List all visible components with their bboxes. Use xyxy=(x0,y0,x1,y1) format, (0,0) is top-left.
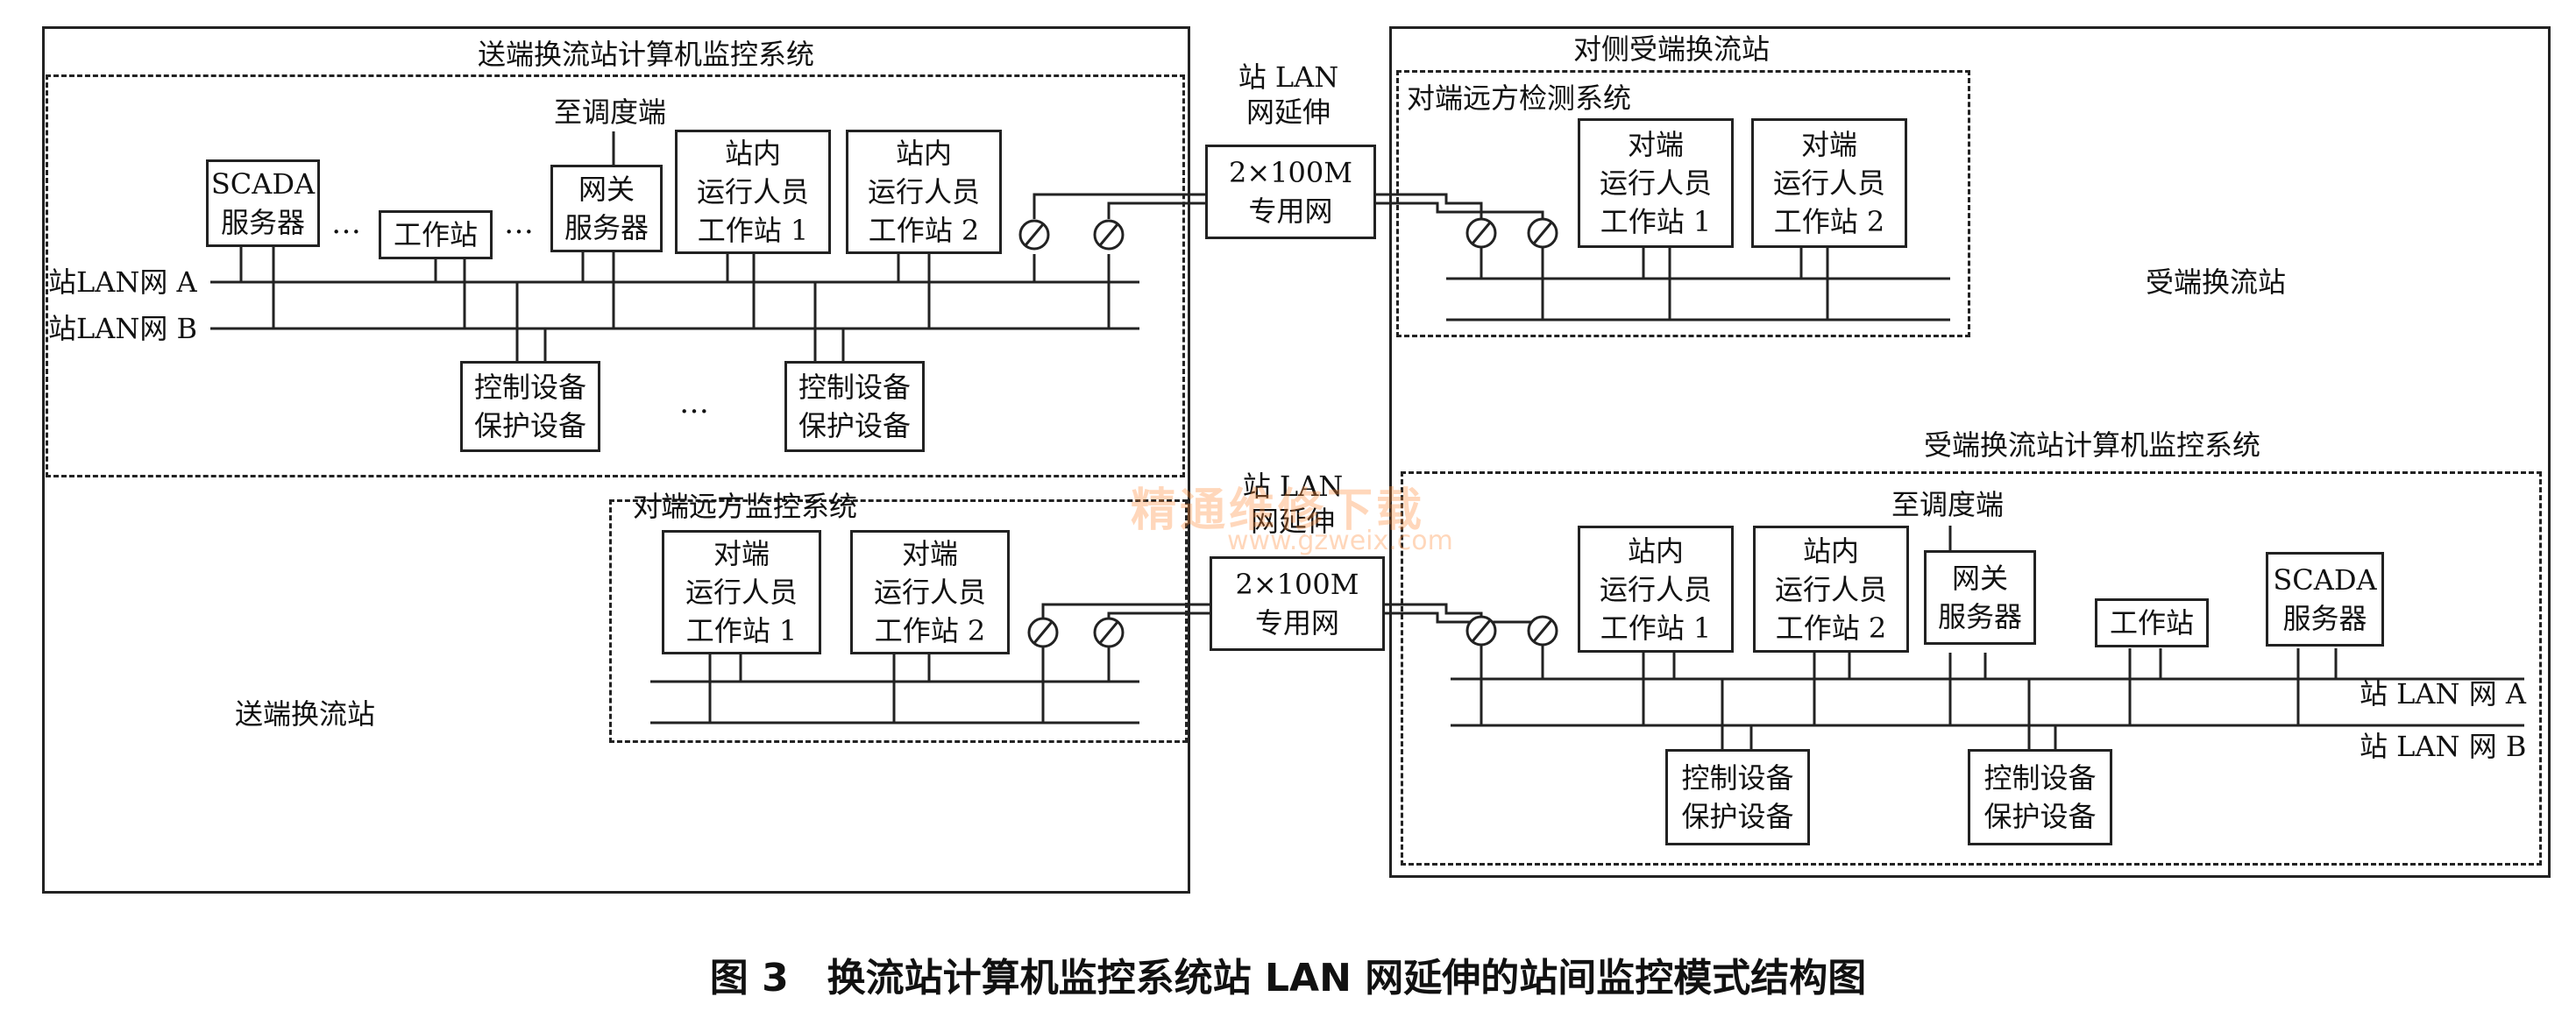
bottom-dedicated-network[interactable]: 2×100M 专用网 xyxy=(1210,556,1385,651)
receiving-operator-ws-2[interactable]: 站内 运行人员 工作站 2 xyxy=(1753,526,1909,653)
sending-station-frame xyxy=(42,26,1190,894)
sending-ellipsis-1: … xyxy=(331,206,363,241)
receiving-station-frame xyxy=(1389,26,2551,878)
watermark-text: 精通维修下载 xyxy=(1131,484,1426,537)
receiving-monitoring-system-title: 受端换流站计算机监控系统 xyxy=(1924,428,2261,462)
sending-remote-ws-1[interactable]: 对端 运行人员 工作站 1 xyxy=(662,530,821,654)
watermark-url: www.gzweix.com xyxy=(1227,526,1453,556)
receiving-scada-server[interactable]: SCADA 服务器 xyxy=(2266,552,2384,647)
sending-lan-b-label: 站LAN网 B xyxy=(48,312,198,345)
sending-control-protection-2[interactable]: 控制设备 保护设备 xyxy=(784,361,925,452)
receiving-remote-ws-2[interactable]: 对端 运行人员 工作站 2 xyxy=(1751,118,1907,248)
top-dedicated-network[interactable]: 2×100M 专用网 xyxy=(1205,145,1376,239)
bottom-lan-extension-label: 站 LAN 网延伸 xyxy=(1242,470,1344,538)
sending-monitoring-system-box xyxy=(46,74,1185,477)
sending-lan-a-label: 站LAN网 A xyxy=(48,265,197,299)
receiving-lan-a-label: 站 LAN 网 A xyxy=(2360,677,2526,710)
receiving-to-dispatch-label: 至调度端 xyxy=(1891,488,2005,521)
sending-ellipsis-3: … xyxy=(679,385,711,421)
sending-remote-ws-2[interactable]: 对端 运行人员 工作站 2 xyxy=(850,530,1010,654)
sending-ellipsis-2: … xyxy=(504,206,536,241)
receiving-operator-ws-1[interactable]: 站内 运行人员 工作站 1 xyxy=(1578,526,1734,653)
top-lan-extension-label: 站 LAN 网延伸 xyxy=(1238,60,1339,129)
receiving-monitoring-system-box xyxy=(1401,471,2542,866)
sending-station-label: 送端换流站 xyxy=(235,697,376,731)
opposite-receiving-station-title: 对侧受端换流站 xyxy=(1573,32,1771,66)
sending-to-dispatch-label: 至调度端 xyxy=(554,95,667,129)
sending-scada-server[interactable]: SCADA 服务器 xyxy=(206,159,320,247)
sending-monitoring-system-title: 送端换流站计算机监控系统 xyxy=(478,38,815,71)
sending-operator-ws-2[interactable]: 站内 运行人员 工作站 2 xyxy=(846,130,1002,254)
receiving-gateway-server[interactable]: 网关 服务器 xyxy=(1924,550,2036,645)
receiving-control-protection-1[interactable]: 控制设备 保护设备 xyxy=(1665,749,1810,845)
figure-caption: 图 3 换流站计算机监控系统站 LAN 网延伸的站间监控模式结构图 xyxy=(709,956,1867,1000)
receiving-station-label: 受端换流站 xyxy=(2146,265,2287,299)
sending-operator-ws-1[interactable]: 站内 运行人员 工作站 1 xyxy=(675,130,831,254)
sending-gateway-server[interactable]: 网关 服务器 xyxy=(550,165,663,252)
sending-remote-monitoring-title: 对端远方监控系统 xyxy=(633,490,858,523)
receiving-lan-b-label: 站 LAN 网 B xyxy=(2360,730,2527,763)
remote-detection-system-title: 对端远方检测系统 xyxy=(1407,81,1632,115)
sending-workstation[interactable]: 工作站 xyxy=(379,210,493,259)
receiving-control-protection-2[interactable]: 控制设备 保护设备 xyxy=(1968,749,2112,845)
sending-remote-monitoring-box xyxy=(609,499,1188,743)
receiving-remote-ws-1[interactable]: 对端 运行人员 工作站 1 xyxy=(1578,118,1734,248)
receiving-workstation[interactable]: 工作站 xyxy=(2095,598,2209,647)
sending-control-protection-1[interactable]: 控制设备 保护设备 xyxy=(460,361,600,452)
